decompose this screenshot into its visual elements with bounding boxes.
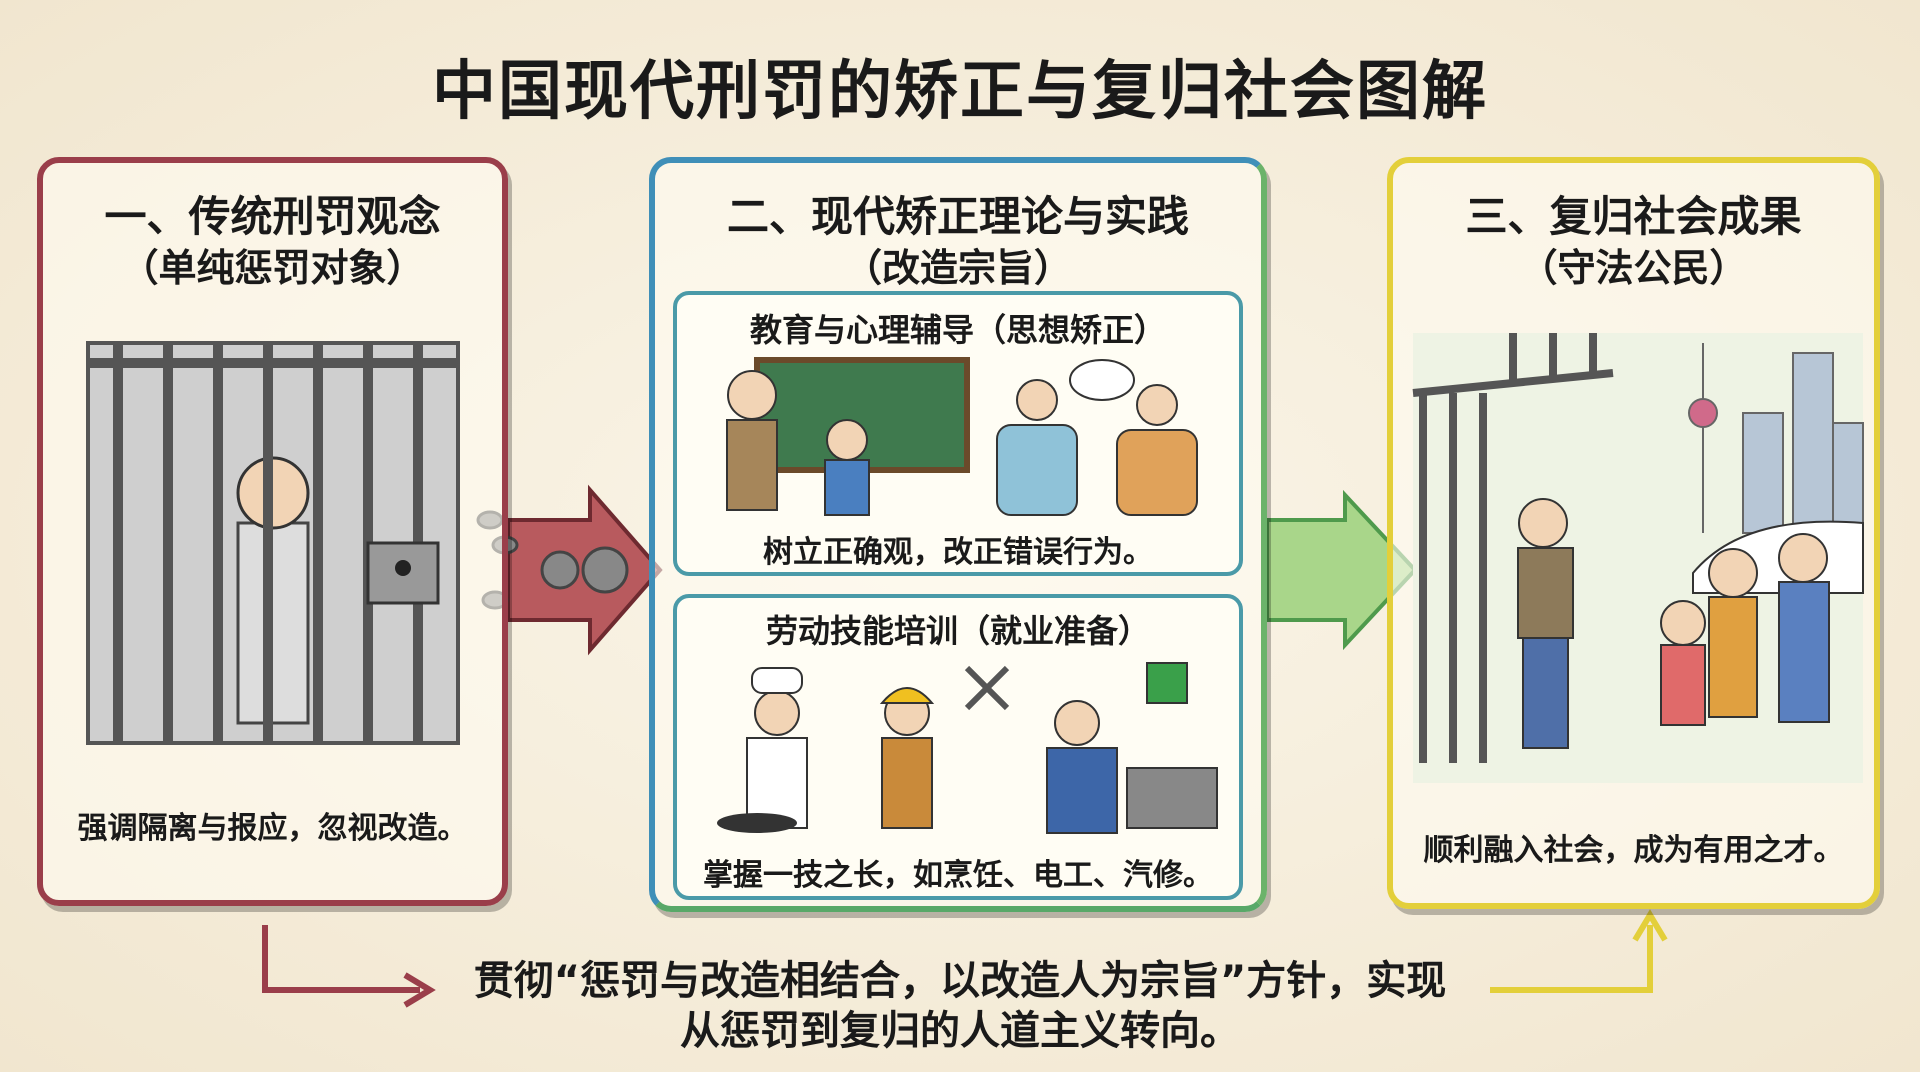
prison-cell-illustration xyxy=(86,341,460,745)
wrench-screwdriver-icon xyxy=(964,665,1010,711)
summary-line-2: 从惩罚到复归的人道主义转向。 xyxy=(680,1008,1240,1054)
welcoming-family xyxy=(1660,533,1830,726)
circuit-chip-icon xyxy=(1146,662,1188,704)
reintegration-illustration xyxy=(1412,333,1864,783)
speech-bubble-icon xyxy=(1069,359,1135,401)
panel-heading: 三、复归社会成果 xyxy=(1465,192,1802,241)
section-skills-training: 劳动技能培训（就业准备） 掌握一技之长，如烹饪、电工、汽修。 xyxy=(673,594,1243,900)
panel-subheading: （改造宗旨） xyxy=(843,246,1072,290)
open-gate xyxy=(1412,333,1614,763)
panel-heading: 二、现代矫正理论与实践 xyxy=(726,192,1189,241)
car-engine xyxy=(1126,767,1218,829)
page-title: 中国现代刑罚的矫正与复归社会图解 xyxy=(432,55,1488,129)
summary-line-1: 贯彻“惩罚与改造相结合，以改造人为宗旨”方针，实现 xyxy=(473,958,1447,1004)
panel-caption: 强调隔离与报应，忽视改造。 xyxy=(77,811,468,846)
released-man xyxy=(1518,498,1568,548)
chef-hat xyxy=(751,667,803,694)
section-education-counseling: 教育与心理辅导（思想矫正） 树立正确观，改正错误行为。 xyxy=(673,291,1243,576)
education-illustration xyxy=(726,357,1198,516)
city-skyline xyxy=(1688,343,1864,534)
panel-subheading: （守法公民） xyxy=(1519,246,1748,290)
panel-modern-correction: 二、现代矫正理论与实践 （改造宗旨） 教育与心理辅导（思想矫正） 树立正确观，改… xyxy=(649,157,1267,912)
panel-heading: 一、传统刑罚观念 xyxy=(104,192,441,241)
arrow-bottom-left-head xyxy=(403,972,436,1008)
arrow-panel2-to-panel3 xyxy=(1265,489,1418,651)
wok xyxy=(717,813,797,833)
arrow-bottom-right xyxy=(1490,925,1653,993)
panel-social-reintegration: 三、复归社会成果 （守法公民） 顺利融入社会，成为有用之才。 xyxy=(1387,157,1880,909)
section-heading: 劳动技能培训（就业准备） xyxy=(765,612,1150,650)
section-heading: 教育与心理辅导（思想矫正） xyxy=(749,311,1166,349)
panel-subheading: （单纯惩罚对象） xyxy=(120,246,425,290)
hard-hat xyxy=(879,687,935,704)
skills-illustration xyxy=(717,662,1218,834)
arrow-bottom-left xyxy=(262,925,420,993)
section-caption: 树立正确观，改正错误行为。 xyxy=(763,535,1153,570)
armchair xyxy=(996,424,1078,516)
section-caption: 掌握一技之长，如烹饪、电工、汽修。 xyxy=(703,858,1213,893)
armchair xyxy=(1116,429,1198,516)
panel-traditional-punishment: 一、传统刑罚观念 （单纯惩罚对象） 强调隔离与报应，忽视改造。 xyxy=(37,157,508,906)
arrow-bottom-right-head xyxy=(1632,909,1668,942)
panel-caption: 顺利融入社会，成为有用之才。 xyxy=(1423,833,1844,868)
